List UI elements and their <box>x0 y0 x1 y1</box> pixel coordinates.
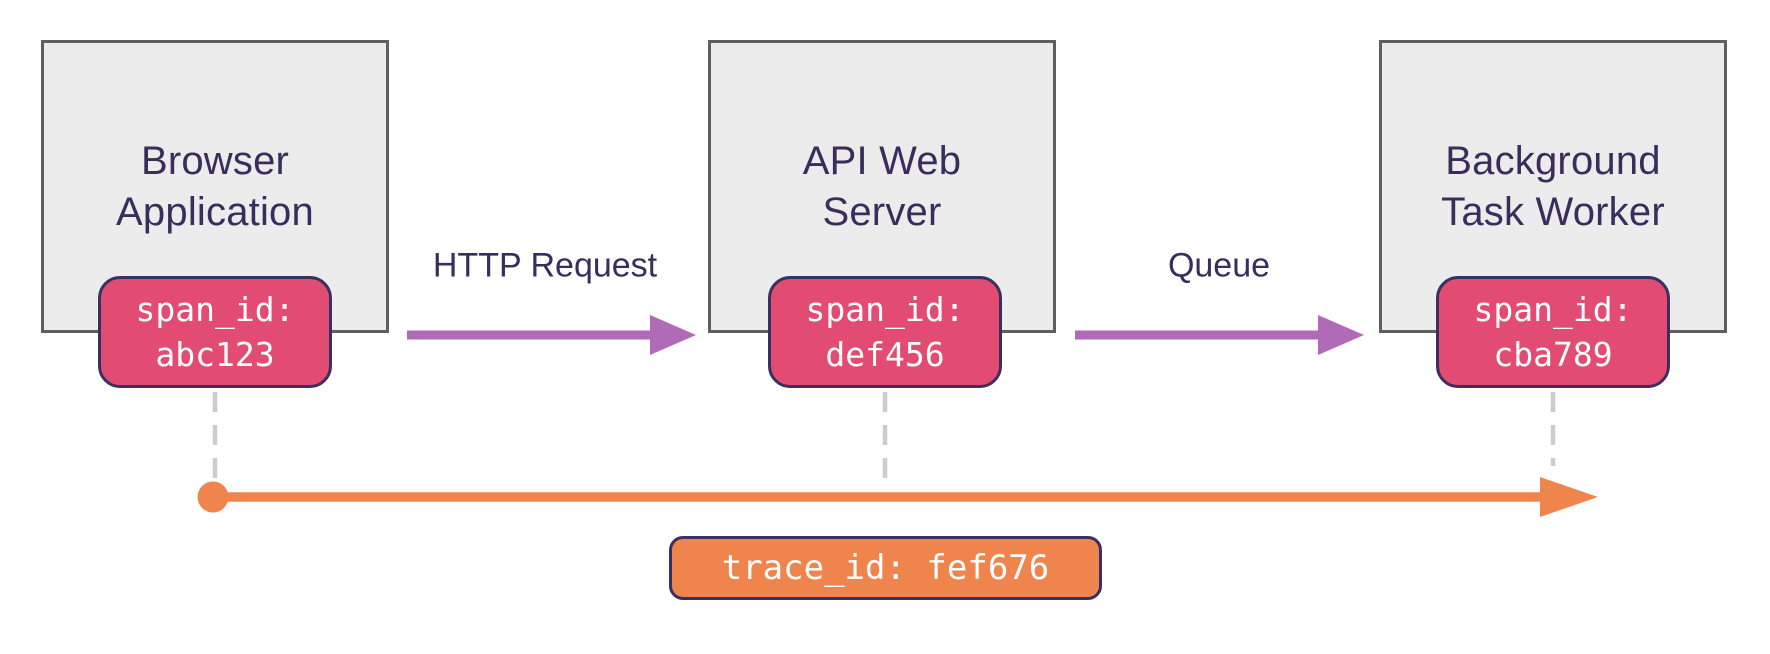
http-request-arrow-icon <box>407 315 696 355</box>
service-title: API Web Server <box>802 138 962 234</box>
trace-id-text: trace_id: fef676 <box>721 548 1050 588</box>
trace-id-badge: trace_id: fef676 <box>669 536 1102 600</box>
span-id-text: span_id: cba789 <box>1473 290 1633 374</box>
service-title: Background Task Worker <box>1441 138 1665 234</box>
http-request-label: HTTP Request <box>432 246 658 285</box>
trace-timeline-arrow-icon <box>197 477 1598 517</box>
service-title: Browser Application <box>116 138 314 234</box>
span-id-text: span_id: abc123 <box>135 290 295 374</box>
span-id-text: span_id: def456 <box>805 290 965 374</box>
span-id-badge-def456: span_id: def456 <box>768 276 1002 388</box>
span-id-badge-abc123: span_id: abc123 <box>98 276 332 388</box>
span-id-badge-cba789: span_id: cba789 <box>1436 276 1670 388</box>
queue-label: Queue <box>1167 246 1271 285</box>
queue-arrow-icon <box>1075 315 1364 355</box>
